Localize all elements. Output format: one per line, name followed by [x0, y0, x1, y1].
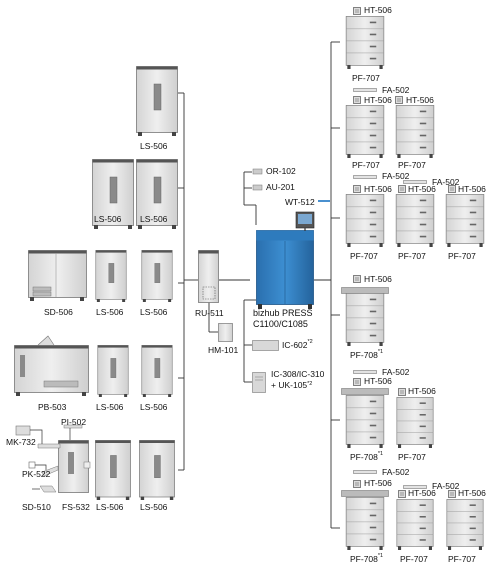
- label-r4-ht: HT-506: [364, 274, 392, 284]
- label-r6-pf1-text: PF-708: [350, 554, 378, 564]
- label-r5-pf1-note: *1: [377, 451, 384, 457]
- label-ic308-line2: + UK-105: [271, 380, 308, 390]
- label-ls506-r5c: LS-506: [140, 502, 168, 512]
- label-r3-fa1: FA-502: [382, 171, 410, 181]
- label-r3-pf1: PF-707: [350, 251, 378, 261]
- label-pk522: PK-522: [22, 469, 51, 479]
- label-r3-pf2: PF-707: [398, 251, 426, 261]
- label-ic308-line1: IC-308/IC-310: [271, 369, 325, 379]
- main-model-line2: C1100/C1085: [253, 319, 308, 329]
- label-ls506-r2b: LS-506: [140, 214, 168, 224]
- label-r5-pf1-text: PF-708: [350, 452, 378, 462]
- label-r3-pf3: PF-707: [448, 251, 476, 261]
- label-fs532: FS-532: [62, 502, 90, 512]
- label-ic602: IC-602*2: [282, 339, 313, 350]
- label-r5-ht2: HT-506: [408, 386, 436, 396]
- label-r6-pf1: PF-708*1: [350, 553, 384, 564]
- left-row3-units: [28, 250, 173, 302]
- label-hm101: HM-101: [208, 345, 239, 355]
- label-r6-ht3: HT-506: [458, 488, 486, 498]
- label-r4-pf-note: *1: [377, 349, 384, 355]
- label-r2-ht2: HT-506: [406, 95, 434, 105]
- label-r2-pf1: PF-707: [352, 160, 380, 170]
- label-ls506-r4b: LS-506: [96, 402, 124, 412]
- label-r2-pf2: PF-707: [398, 160, 426, 170]
- label-ic308-line2-wrap: + UK-105*2: [271, 380, 324, 391]
- label-r1-pf: PF-707: [352, 73, 380, 83]
- label-r1-ht: HT-506: [364, 5, 392, 15]
- left-row1-units: [136, 66, 178, 136]
- label-r5-fa: FA-502: [382, 367, 410, 377]
- main-model-line1: bizhub PRESS: [253, 308, 313, 318]
- label-ic602-text: IC-602: [282, 340, 308, 350]
- label-r5-pf2: PF-707: [398, 452, 426, 462]
- label-ls506-r2a: LS-506: [94, 214, 122, 224]
- label-r6-ht2: HT-506: [408, 488, 436, 498]
- label-sd510: SD-510: [22, 502, 51, 512]
- label-sd506: SD-506: [44, 307, 73, 317]
- label-ls506-r3b: LS-506: [96, 307, 124, 317]
- label-ls506-r4c: LS-506: [140, 402, 168, 412]
- label-ic308-note: *2: [307, 381, 313, 387]
- label-ls506-r3c: LS-506: [140, 307, 168, 317]
- label-r4-pf: PF-708*1: [350, 349, 384, 360]
- label-au201: AU-201: [266, 182, 295, 192]
- label-ic308: IC-308/IC-310 + UK-105*2: [271, 369, 324, 391]
- label-r2-ht1: HT-506: [364, 95, 392, 105]
- label-ls506-r1: LS-506: [140, 141, 168, 151]
- label-r6-ht1: HT-506: [364, 478, 392, 488]
- label-pb503: PB-503: [38, 402, 67, 412]
- label-r6-pf1-note: *1: [377, 553, 384, 559]
- label-r3-fa2: FA-502: [432, 177, 460, 187]
- center-units: [198, 168, 330, 393]
- label-r2-fa: FA-502: [382, 85, 410, 95]
- label-ic602-note: *2: [307, 339, 313, 345]
- label-mk732: MK-732: [6, 437, 36, 447]
- label-pi502: PI-502: [61, 417, 87, 427]
- label-r4-pf-text: PF-708: [350, 350, 378, 360]
- label-r3-ht2: HT-506: [408, 184, 436, 194]
- label-wt512: WT-512: [285, 197, 315, 207]
- label-r5-ht1: HT-506: [364, 376, 392, 386]
- right-units: [341, 7, 485, 550]
- left-row5-units: [15, 424, 176, 500]
- label-ls506-r5b: LS-506: [96, 502, 124, 512]
- label-r6-pf2: PF-707: [400, 554, 428, 564]
- label-r3-ht3: HT-506: [458, 184, 486, 194]
- label-r6-fa1: FA-502: [382, 467, 410, 477]
- label-r6-fa2: FA-502: [432, 481, 460, 491]
- label-or102: OR-102: [266, 166, 296, 176]
- left-row4-units: [14, 335, 173, 397]
- connector-lines: [178, 41, 340, 529]
- label-r5-pf1: PF-708*1: [350, 451, 384, 462]
- label-r6-pf3: PF-707: [448, 554, 476, 564]
- label-ru511: RU-511: [195, 308, 224, 318]
- label-r3-ht1: HT-506: [364, 184, 392, 194]
- main-model-name: bizhub PRESS C1100/C1085: [253, 308, 313, 330]
